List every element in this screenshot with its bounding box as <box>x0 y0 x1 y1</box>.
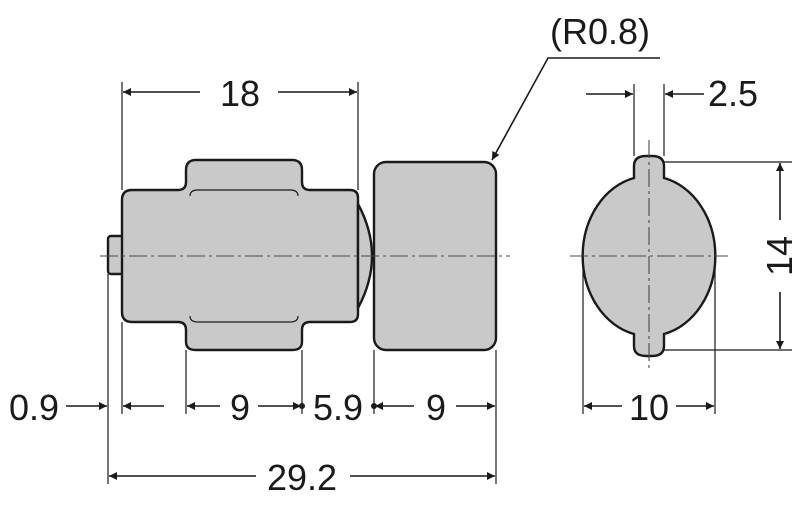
dim-dot-left <box>299 403 305 409</box>
dim-29-2-label: 29.2 <box>267 457 337 498</box>
dim-5-9-label: 5.9 <box>313 387 363 428</box>
dim-18-label: 18 <box>220 73 260 114</box>
main-body <box>120 158 360 352</box>
dim-9a-label: 9 <box>230 387 250 428</box>
side-view-part <box>106 158 498 352</box>
radius-note: (R0.8) <box>550 11 650 52</box>
dim-9b-label: 9 <box>426 387 446 428</box>
dim-10-label: 10 <box>629 387 669 428</box>
dim-14-label: 14 <box>759 236 800 276</box>
bottom-lug-edge <box>189 315 299 323</box>
dim-2-5-label: 2.5 <box>708 73 758 114</box>
top-lug-edge <box>189 189 299 197</box>
dim-0-9-label: 0.9 <box>9 387 59 428</box>
radius-leader <box>491 57 660 161</box>
extension-lines <box>107 82 792 484</box>
